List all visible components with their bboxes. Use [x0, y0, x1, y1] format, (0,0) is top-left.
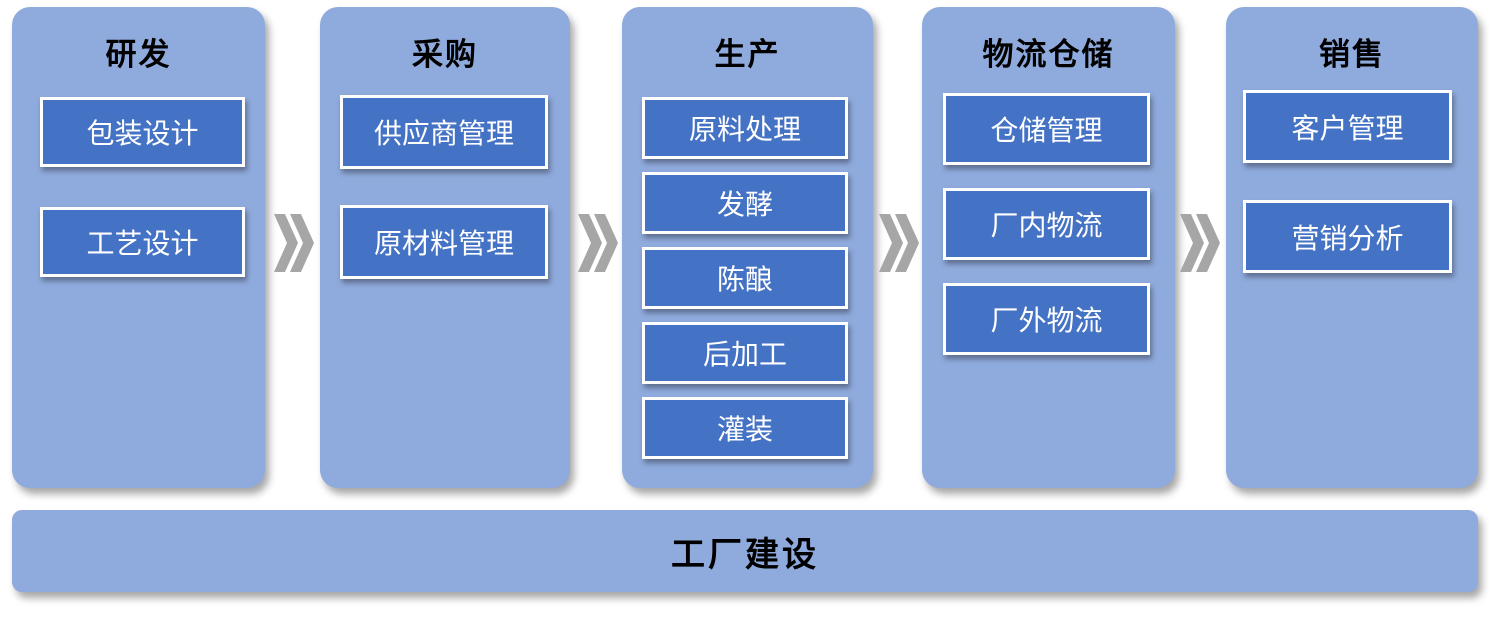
process-box-aging: 陈酿	[642, 247, 848, 309]
stage-title-logistics-warehousing: 物流仓储	[982, 37, 1115, 72]
chevron-double-right-icon	[1180, 214, 1220, 272]
stage-title-rd: 研发	[105, 37, 172, 72]
process-box-raw-material-management: 原材料管理	[340, 205, 548, 279]
stage-column-logistics-warehousing: 物流仓储 仓储管理 厂内物流 厂外物流	[922, 7, 1175, 488]
process-box-fermentation: 发酵	[642, 172, 848, 234]
stage-column-sales: 销售 客户管理 营销分析	[1226, 7, 1478, 488]
process-box-out-plant-logistics: 厂外物流	[943, 283, 1150, 355]
foundation-bar-factory-construction: 工厂建设	[12, 510, 1478, 592]
stage-column-procurement: 采购 供应商管理 原材料管理	[320, 7, 570, 488]
stage-title-sales: 销售	[1319, 37, 1385, 72]
chevron-double-right-icon	[274, 214, 314, 272]
stage-column-production: 生产 原料处理 发酵 陈酿 后加工 灌装	[622, 7, 873, 488]
stage-title-procurement: 采购	[412, 37, 478, 72]
stage-title-production: 生产	[714, 37, 781, 72]
process-box-process-design: 工艺设计	[40, 207, 245, 277]
process-box-customer-management: 客户管理	[1243, 90, 1452, 163]
process-box-raw-material-processing: 原料处理	[642, 97, 848, 159]
chevron-double-right-icon	[578, 214, 618, 272]
chevron-double-right-icon	[879, 214, 919, 272]
process-box-filling: 灌装	[642, 397, 848, 459]
process-box-warehouse-management: 仓储管理	[943, 93, 1150, 165]
process-box-post-processing: 后加工	[642, 322, 848, 384]
stage-column-rd: 研发 包装设计 工艺设计	[12, 7, 265, 488]
process-box-marketing-analysis: 营销分析	[1243, 200, 1452, 273]
process-box-in-plant-logistics: 厂内物流	[943, 188, 1150, 260]
process-box-supplier-management: 供应商管理	[340, 95, 548, 169]
process-box-packaging-design: 包装设计	[40, 97, 245, 167]
